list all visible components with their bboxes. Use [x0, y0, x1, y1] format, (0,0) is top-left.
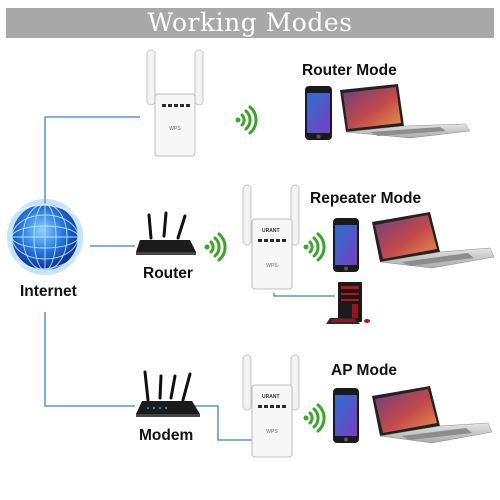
svg-text:URANT: URANT	[262, 394, 280, 400]
svg-text:URANT: URANT	[262, 228, 280, 234]
line-internet-to-router-mode	[44, 116, 140, 205]
title-banner: Working Modes	[6, 8, 494, 38]
svg-text:WPS: WPS	[266, 429, 278, 435]
phone-icon	[333, 218, 359, 272]
modem-label: Modem	[139, 427, 194, 444]
line-repeater-to-pc	[273, 293, 335, 297]
keyboard-icon	[326, 318, 360, 324]
extender-icon: WPS	[146, 49, 204, 157]
wifi-signal-icon	[204, 232, 227, 262]
ap-mode-label: AP Mode	[331, 362, 398, 379]
mouse-icon	[364, 319, 370, 323]
line-internet-to-modem	[44, 312, 135, 407]
laptop-icon	[340, 84, 471, 139]
wifi-signal-icon	[303, 403, 326, 433]
extender-icon: URANT WPS	[242, 184, 300, 290]
repeater-mode-label: Repeater Mode	[310, 190, 422, 207]
modem-icon	[136, 370, 200, 417]
connection-lines	[44, 116, 335, 441]
extender-icon: URANT WPS	[242, 354, 300, 458]
desktop-pc-icon	[338, 282, 362, 322]
internet-label: Internet	[20, 283, 77, 300]
globe-icon	[7, 199, 83, 275]
router-mode-label: Router Mode	[302, 62, 397, 79]
svg-text:WPS: WPS	[266, 263, 278, 269]
wifi-signal-icon	[303, 232, 326, 262]
wifi-signal-icon	[235, 105, 258, 135]
page-title: Working Modes	[147, 8, 353, 37]
router-icon	[136, 211, 196, 255]
svg-text:WPS: WPS	[169, 126, 181, 132]
phone-icon	[305, 86, 332, 140]
phone-icon	[333, 388, 359, 443]
laptop-icon	[372, 386, 493, 444]
line-modem-to-extender	[182, 405, 262, 441]
laptop-icon	[372, 212, 495, 269]
router-label: Router	[143, 265, 193, 282]
